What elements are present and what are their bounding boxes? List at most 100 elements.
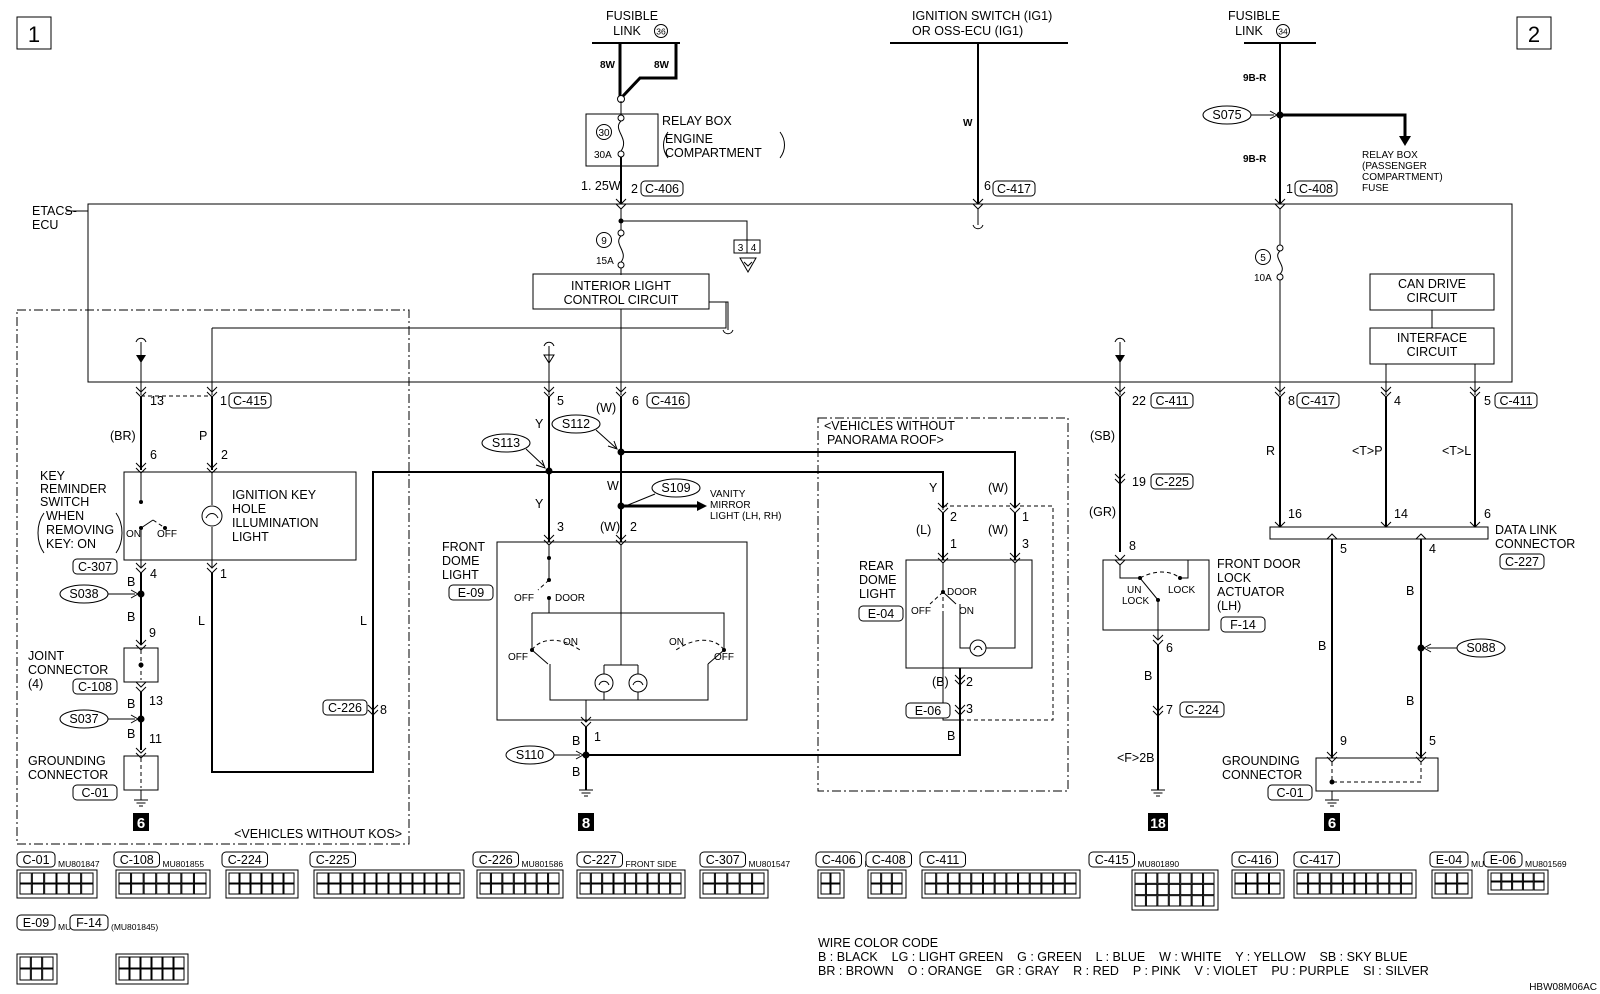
legend-connector-cavity <box>1533 872 1545 882</box>
gnd-r-pin5: 5 <box>1429 734 1436 748</box>
gnd-right-2: CONNECTOR <box>1222 768 1302 782</box>
ground-point-left <box>133 813 149 831</box>
rd-switch-travel <box>929 591 944 605</box>
c307-tag <box>72 558 118 575</box>
c416-pin6: 6 <box>632 394 639 408</box>
fusible34-label-1: FUSIBLE <box>1228 9 1280 23</box>
r-pin4: 4 <box>1394 394 1401 408</box>
ign-label-1: IGNITION SWITCH (IG1) <box>912 9 1052 23</box>
legend-connector-cavity <box>739 872 753 884</box>
wire-tl-label: <T>L <box>1442 444 1471 458</box>
relay-pass-2: (PASSENGER <box>1362 161 1427 172</box>
legend-connector-cavity <box>1457 872 1469 884</box>
legend-connector-cavity <box>376 872 389 884</box>
legend-connector-cavity <box>1490 872 1502 882</box>
ign-label-2: OR OSS-ECU (IG1) <box>912 24 1023 38</box>
fd-bulb-leads <box>603 665 639 700</box>
fuse9-amp: 15A <box>596 256 614 267</box>
door-lock-actuator-box <box>1102 559 1210 631</box>
legend-connector-face <box>1131 869 1219 911</box>
vanity-2: MIRROR <box>710 500 751 511</box>
legend-connector-cavity <box>42 956 54 969</box>
wire-9br-label-2: 9B-R <box>1243 154 1267 165</box>
relay-box-label: RELAY BOX <box>662 114 732 128</box>
legend-connector-cavity <box>1501 881 1513 891</box>
c108-tag <box>72 678 118 695</box>
legend-connector: C-225 <box>309 851 465 899</box>
legend-connector-part: (MU801845) <box>111 922 158 932</box>
legend-connector-cavity <box>151 968 163 981</box>
wire-to-ref34 <box>621 220 748 240</box>
legend-connector-cavity <box>388 872 401 884</box>
legend-connector-tag <box>1088 851 1135 868</box>
key-pin2: 2 <box>221 448 228 462</box>
legend-connector-cavity <box>579 872 591 884</box>
legend-connector-cavity <box>1145 895 1158 907</box>
legend-connector-tag <box>113 851 160 868</box>
legend-connector-cavity <box>162 956 174 969</box>
e04-tag <box>858 605 904 622</box>
legend-connector-cavity <box>536 883 549 895</box>
page-marker-left-text: 1 <box>28 22 40 47</box>
legend-connector-cavity <box>316 872 329 884</box>
dlc-2: CONNECTOR <box>1495 537 1575 551</box>
legend-connector-tag <box>865 851 912 868</box>
rd-switch-blade <box>942 591 957 605</box>
legend-connector-cavity <box>364 872 377 884</box>
c416-tag-text: C-416 <box>651 394 685 408</box>
legend-connector-cavity <box>193 872 207 884</box>
c411-r-tag <box>1494 392 1538 409</box>
interior-control-1: INTERIOR LIGHT <box>571 279 671 293</box>
legend-connector-cavity <box>971 872 983 884</box>
legend-connector-cavity <box>19 883 32 895</box>
key-reminder-2: REMINDER <box>40 482 107 496</box>
actuator-2: LOCK <box>1217 571 1252 585</box>
relay-box-paren-close <box>779 131 785 159</box>
interior-control-2: CONTROL CIRCUIT <box>564 293 679 307</box>
legend-connector-cavity <box>118 872 132 884</box>
fusible36-number: 36 <box>656 27 666 37</box>
wire-y2-label: Y <box>535 497 544 511</box>
legend-connector-cavity <box>502 872 514 884</box>
wire-gr: (GR) <box>1089 505 1116 519</box>
s110-text: S110 <box>516 748 544 762</box>
internal-bus-ign-key <box>212 302 727 329</box>
wire-8w-left-label: 8W <box>600 60 616 71</box>
legend-connector-cavity <box>994 872 1007 884</box>
legend-connector-cavity <box>400 872 413 884</box>
legend-connector-part: FRONT SIDE <box>626 859 678 869</box>
pin5-diode <box>543 354 555 364</box>
legend-connector-cavity <box>151 956 163 969</box>
legend-connector-id: C-417 <box>1300 853 1334 867</box>
c307-tag-text: C-307 <box>78 560 112 574</box>
rear-wire-b-paren: (B) <box>932 675 949 689</box>
e09-tag <box>448 584 494 601</box>
legend-connector-face <box>576 869 686 899</box>
legend-connector-cavity <box>881 872 892 884</box>
without-panorama-frame <box>817 417 1069 792</box>
legend-connector-cavity <box>31 872 45 884</box>
legend-connector-cavity <box>81 883 94 895</box>
rd-door: DOOR <box>947 587 977 598</box>
fuse5-element <box>1277 250 1283 275</box>
legend-connector-cavity <box>479 872 491 884</box>
legend-connector-cavity <box>1257 883 1269 895</box>
ign-key-light-3: ILLUMINATION <box>232 516 319 530</box>
legend-connector-cavity <box>924 872 937 884</box>
wire-b2c-label: B <box>572 765 580 779</box>
legend-connector-tag <box>919 851 966 868</box>
legend-connector-cavity <box>613 872 625 884</box>
legend-connector-cavity <box>1377 872 1390 884</box>
key-switch-contact-on <box>139 526 143 530</box>
legend-connector-id: C-408 <box>872 853 906 867</box>
key-switch-travel <box>152 519 166 529</box>
r-wire-b1: B <box>1406 584 1414 598</box>
joint-label-3: (4) <box>28 677 43 691</box>
legend-connector-cavity <box>548 883 560 895</box>
legend-connector-cavity <box>1377 883 1390 895</box>
legend-connector-id: F-14 <box>76 916 102 930</box>
legend-connector-cavity <box>525 872 537 884</box>
c226-pin8: 8 <box>380 703 387 717</box>
legend-connector-cavity <box>30 968 43 981</box>
c417-r-tag-text: C-417 <box>1301 394 1335 408</box>
